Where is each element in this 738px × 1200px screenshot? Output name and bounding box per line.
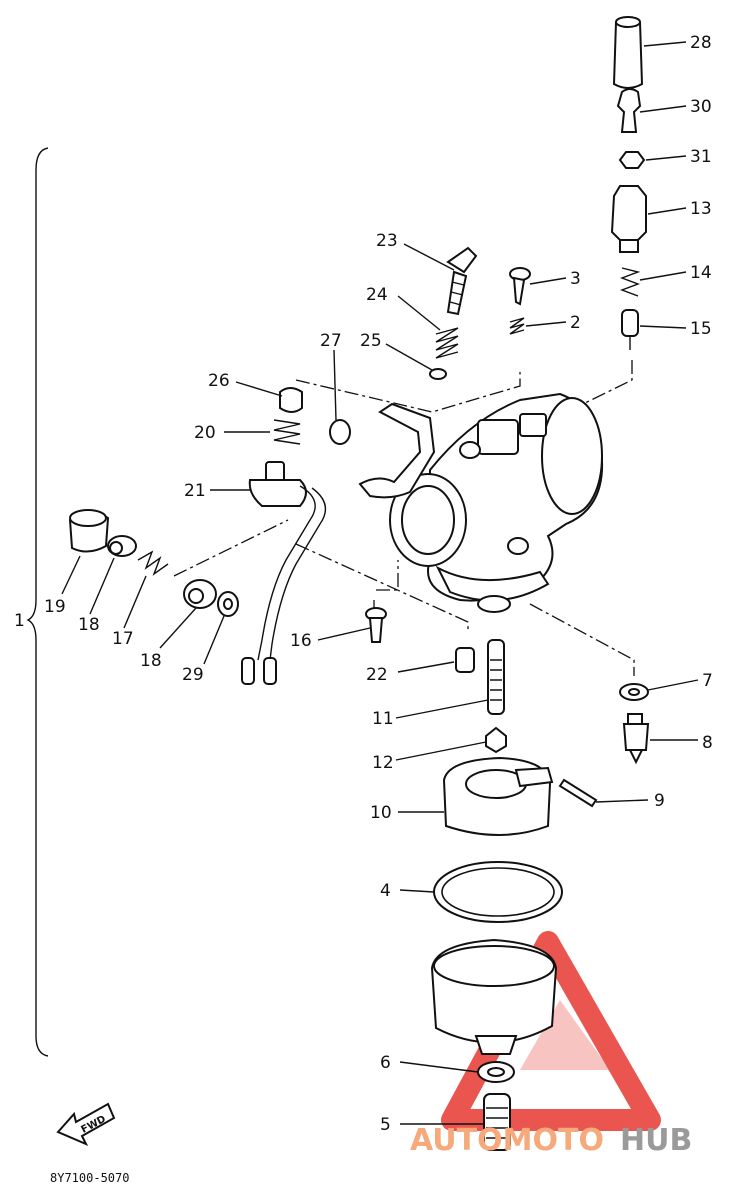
part-12-main-jet [485, 726, 507, 754]
callout-12: 12 [372, 753, 394, 773]
callout-19: 19 [44, 597, 66, 617]
part-18-bushing-b [183, 579, 217, 609]
part-11-needle-jet [487, 639, 505, 715]
callout-1: 1 [14, 611, 25, 631]
part-18-bushing-a [107, 535, 137, 557]
part-15-plunger [621, 309, 639, 350]
callout-20: 20 [194, 423, 216, 443]
fwd-arrow-icon: FWD [56, 1102, 116, 1146]
float-bowl [430, 938, 558, 1055]
part-19-cap [68, 509, 110, 553]
watermark-text-hub: HUB [620, 1123, 692, 1158]
callout-9: 9 [654, 791, 665, 811]
part-17-spring [137, 550, 169, 576]
callout-16: 16 [290, 631, 312, 651]
callout-26: 26 [208, 371, 230, 391]
callout-3: 3 [570, 269, 581, 289]
watermark: AUTOMOTO HUB [410, 1123, 692, 1158]
diagram-code: 8Y7100-5070 [50, 1171, 129, 1185]
watermark-text-automoto: AUTOMOTO [410, 1123, 604, 1158]
callout-14: 14 [690, 263, 712, 283]
callout-25: 25 [360, 331, 382, 351]
callout-18a: 18 [78, 615, 100, 635]
part-10-float [442, 756, 554, 836]
callout-leaders [61, 41, 699, 1125]
part-26-cap [279, 387, 303, 413]
part-25-washer [429, 368, 447, 380]
part-3-screw [509, 267, 531, 306]
part-24-spring [435, 327, 459, 359]
callout-2: 2 [570, 313, 581, 333]
part-28-cap [612, 16, 644, 89]
callout-29: 29 [182, 665, 204, 685]
part-8-needle-valve [622, 713, 650, 765]
callout-21: 21 [184, 481, 206, 501]
callout-24: 24 [366, 285, 388, 305]
part-22-jet [455, 647, 475, 673]
part-30-stem [616, 88, 642, 133]
callout-23: 23 [376, 231, 398, 251]
part-7-washer [619, 683, 649, 701]
callout-5: 5 [380, 1115, 391, 1135]
callout-11: 11 [372, 709, 394, 729]
part-23-screw [446, 246, 478, 316]
part-21-fitting [248, 461, 307, 507]
part-16-screw [365, 607, 387, 643]
callout-4: 4 [380, 881, 391, 901]
part-2-spring [509, 317, 525, 335]
part-27-oring [329, 419, 351, 445]
callout-22: 22 [366, 665, 388, 685]
callout-6: 6 [380, 1053, 391, 1073]
callout-18b: 18 [140, 651, 162, 671]
callout-28: 28 [690, 33, 712, 53]
callout-15: 15 [690, 319, 712, 339]
callout-17: 17 [112, 629, 134, 649]
part-6-washer [477, 1061, 515, 1083]
part-29-washer [217, 591, 239, 617]
part-20-spring [273, 419, 301, 445]
callout-27: 27 [320, 331, 342, 351]
group-bracket [26, 147, 49, 1057]
part-5-drain-screw [483, 1093, 511, 1151]
callout-10: 10 [370, 803, 392, 823]
part-9-pin [558, 778, 598, 808]
callout-7: 7 [702, 671, 713, 691]
part-4-gasket [433, 861, 563, 923]
carburetor-body [358, 392, 604, 613]
part-14-spring [620, 267, 641, 297]
callout-numbers: 28 30 31 13 14 15 23 3 24 2 27 25 26 20 … [44, 33, 713, 1135]
callout-30: 30 [690, 97, 712, 117]
callout-31: 31 [690, 147, 712, 167]
callout-13: 13 [690, 199, 712, 219]
part-31-nut [618, 151, 646, 169]
callout-8: 8 [702, 733, 713, 753]
part-13-nut [610, 185, 647, 253]
